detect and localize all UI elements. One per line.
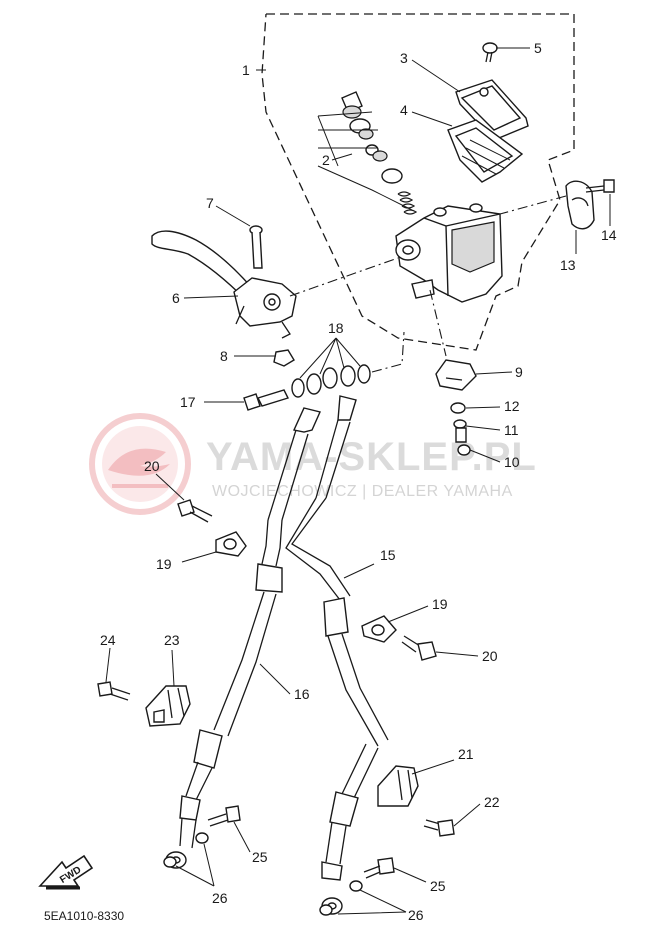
sealing-washers-left — [163, 832, 209, 868]
label-part-26b: 26 — [408, 907, 424, 923]
watermark-title: YAMA-SKLEP.PL — [206, 435, 537, 479]
label-part-20b: 20 — [482, 648, 498, 664]
label-part-17: 17 — [180, 394, 196, 410]
clamp-bolt-right — [401, 635, 437, 661]
label-part-16: 16 — [294, 686, 310, 702]
brake-lever — [151, 230, 297, 339]
washer — [450, 402, 466, 414]
sealing-washers-right — [319, 880, 363, 916]
label-part-19a: 19 — [156, 556, 172, 572]
watermark: YAMA-SKLEP.PL WOJCIECHOWICZ | DEALER YAM… — [89, 413, 537, 515]
switch-screw — [455, 427, 471, 456]
label-part-22: 22 — [484, 794, 500, 810]
hose-guide-left — [145, 685, 191, 727]
label-part-11: 11 — [504, 422, 519, 438]
brake-hose-left — [165, 591, 277, 869]
copper-washers — [291, 364, 371, 398]
pivot-bolt — [249, 225, 263, 269]
link-cylinder-switch — [429, 289, 447, 357]
diagram-code: 5EA1010-8330 — [44, 909, 124, 923]
o-ring — [453, 419, 467, 429]
piston-kit — [317, 91, 418, 215]
part-number-labels: 1 2 3 4 5 6 7 8 9 10 11 12 13 14 15 16 1… — [100, 40, 617, 923]
label-part-26a: 26 — [212, 890, 228, 906]
label-part-1: 1 — [242, 62, 250, 78]
label-part-9: 9 — [515, 364, 523, 380]
link-lever-cylinder — [289, 257, 399, 297]
reservoir-diaphragm — [447, 119, 524, 183]
label-part-4: 4 — [400, 102, 408, 118]
label-part-24: 24 — [100, 632, 116, 648]
label-part-13: 13 — [560, 257, 576, 273]
handlebar-bracket — [565, 180, 595, 230]
reservoir-cap — [455, 79, 529, 141]
watermark-logo-icon — [89, 413, 191, 515]
union-bolt-left — [207, 805, 241, 827]
label-part-5: 5 — [534, 40, 542, 56]
label-part-20a: 20 — [144, 458, 160, 474]
label-part-8: 8 — [220, 348, 228, 364]
hose-guide-right — [377, 765, 419, 807]
label-part-7: 7 — [206, 195, 214, 211]
brake-hose-right — [321, 633, 389, 915]
label-part-15: 15 — [380, 547, 396, 563]
label-part-3: 3 — [400, 50, 408, 66]
label-part-19b: 19 — [432, 596, 448, 612]
label-part-10: 10 — [504, 454, 520, 470]
label-part-12: 12 — [504, 398, 520, 414]
hose-clamp-right — [361, 615, 397, 643]
label-part-21: 21 — [458, 746, 474, 762]
brake-hose-upper — [255, 395, 357, 637]
brake-switch — [435, 359, 477, 391]
pivot-nut — [273, 349, 295, 367]
union-bolt-right — [363, 857, 395, 879]
cap-screw — [482, 42, 498, 63]
label-part-18: 18 — [328, 320, 344, 336]
guide-bolt-right — [423, 819, 455, 837]
link-bracket-cylinder — [499, 195, 567, 215]
label-part-25b: 25 — [430, 878, 446, 894]
assembly-boundary — [261, 13, 575, 351]
hose-clamp-left — [215, 531, 247, 557]
label-part-2: 2 — [322, 152, 330, 168]
clamp-bolt-left — [177, 499, 213, 523]
guide-bolt-left — [97, 681, 131, 701]
bracket-bolt — [585, 179, 615, 193]
label-part-14: 14 — [601, 227, 617, 243]
master-cylinder-body — [395, 203, 503, 303]
leader-lines — [105, 47, 611, 915]
label-part-25a: 25 — [252, 849, 268, 865]
watermark-subtitle: WOJCIECHOWICZ | DEALER YAMAHA — [212, 483, 513, 500]
label-part-6: 6 — [172, 290, 180, 306]
label-part-23: 23 — [164, 632, 180, 648]
union-bolt — [243, 389, 289, 411]
forward-arrow-icon: FWD — [38, 854, 94, 890]
